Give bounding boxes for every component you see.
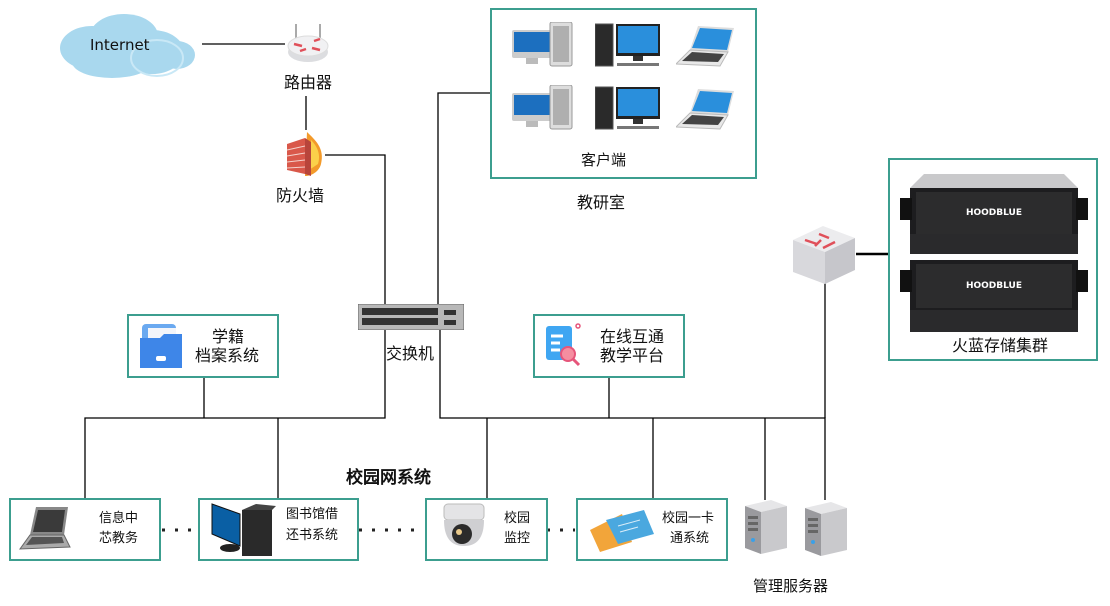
storage-server-icon: HOODBLUE	[900, 260, 1088, 332]
client-label: 客户端	[581, 151, 627, 169]
platform-line2: 教学平台	[600, 346, 665, 365]
storage-server-icon: HOODBLUE	[900, 174, 1088, 254]
router-label: 路由器	[284, 73, 333, 92]
internet-label: Internet	[90, 36, 150, 54]
firewall-label: 防火墙	[276, 186, 325, 205]
firewall-icon[interactable]	[285, 130, 325, 178]
mgmt-servers-label: 管理服务器	[753, 577, 829, 595]
monitor-line1: 校园	[504, 511, 531, 526]
folder-icon	[140, 324, 182, 368]
laptop-icon	[676, 26, 734, 67]
security-camera-icon	[443, 503, 485, 546]
cloud-icon	[60, 14, 195, 78]
core-switch-icon[interactable]	[358, 304, 464, 330]
desktop-pc-icon	[595, 23, 660, 67]
document-search-icon	[546, 323, 581, 367]
imac-workstation-icon	[512, 22, 573, 67]
laptop-icon	[18, 507, 71, 550]
server-tower-icon[interactable]	[801, 500, 849, 558]
switch-label: 交换机	[386, 344, 435, 363]
platform-line1: 在线互通	[600, 327, 665, 346]
storage-switch-icon[interactable]	[793, 226, 857, 284]
wire-switch-right-bus	[439, 330, 826, 500]
archive-line1: 学籍	[212, 327, 245, 346]
library-line2: 还书系统	[286, 528, 339, 543]
storage-cluster-label: 火蓝存储集群	[952, 336, 1049, 355]
desktop-computer-icon	[211, 503, 276, 556]
wire-lab-switch	[437, 92, 490, 305]
router-icon[interactable]	[286, 22, 330, 66]
server-tower-icon[interactable]	[741, 498, 789, 556]
laptop-icon	[676, 89, 734, 130]
brand-label: HOODBLUE	[966, 208, 1022, 218]
desktop-pc-icon	[595, 86, 660, 130]
id-card-icon	[590, 510, 654, 552]
archive-line2: 档案系统	[195, 346, 260, 365]
card-line2: 通系统	[670, 531, 710, 546]
brand-label: HOODBLUE	[966, 281, 1022, 291]
info-center-line2: 芯教务	[99, 531, 139, 546]
library-line1: 图书馆借	[286, 507, 339, 522]
page-title: 校园网系统	[346, 468, 431, 488]
imac-workstation-icon	[512, 85, 573, 130]
research-room-label: 教研室	[577, 193, 626, 212]
monitor-line2: 监控	[504, 531, 531, 546]
wire-switch-left-bus	[84, 330, 386, 498]
wire-firewall-switch	[325, 154, 386, 305]
info-center-line1: 信息中	[99, 511, 139, 526]
card-line1: 校园一卡	[662, 511, 715, 526]
